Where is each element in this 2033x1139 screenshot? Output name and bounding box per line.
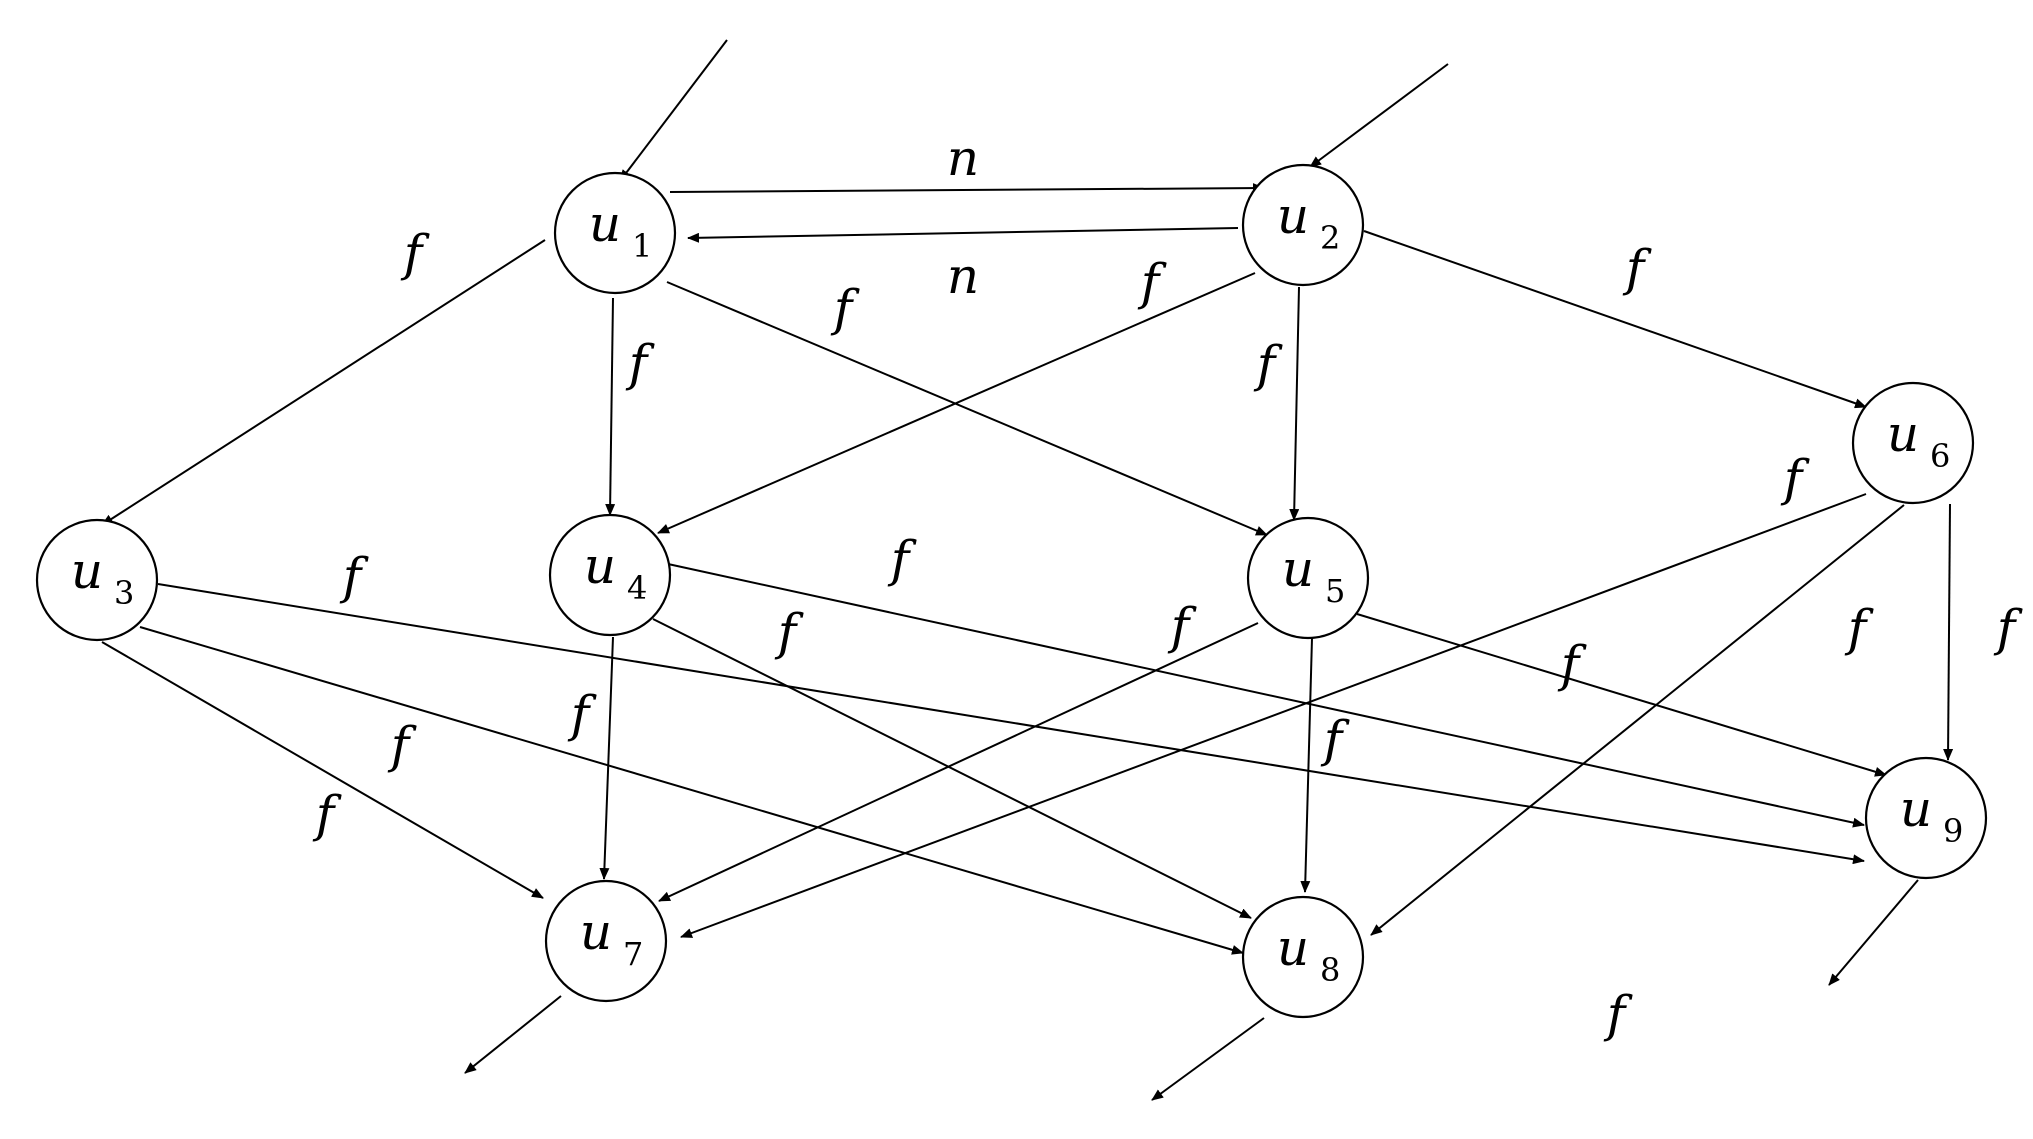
edge-u2-u6 xyxy=(1363,230,1867,409)
edge-u1-u5 xyxy=(666,281,1268,536)
edge-label-u1-u5: f xyxy=(830,279,860,337)
edge-label-u2-u4: f xyxy=(1137,253,1167,311)
node-label-u1: u xyxy=(589,195,621,253)
edge-u4-u7 xyxy=(599,636,614,880)
edge-label-u1-u4: f xyxy=(625,334,655,392)
edge-u5-u8 xyxy=(1300,637,1313,893)
node-subscript-u7: 7 xyxy=(623,935,643,973)
node-circle-u3 xyxy=(35,518,159,642)
edge-u1-u3 xyxy=(101,239,546,526)
edge-u4-u8 xyxy=(652,618,1252,919)
entry-arrow-1 xyxy=(619,39,728,182)
edge-u6-u7 xyxy=(680,493,1867,938)
edges-layer xyxy=(101,39,1954,1101)
edge-u1-u2 xyxy=(669,183,1265,194)
edge-label-u4-u7: f xyxy=(567,685,597,743)
edge-u5-u9 xyxy=(1356,613,1887,777)
edge-label-u2-u6: f xyxy=(1622,239,1652,297)
node-circle-u4 xyxy=(548,513,672,637)
edge-label-u6-u8: f xyxy=(1844,599,1874,657)
edge-u4-u9 xyxy=(667,563,1865,828)
exit-arrow-3 xyxy=(1828,879,1919,986)
edge-label-u2-u1: n xyxy=(947,247,979,305)
node-subscript-u8: 8 xyxy=(1320,951,1340,989)
edge-u1-u4 xyxy=(605,297,616,516)
node-circle-u9 xyxy=(1864,756,1988,880)
edge-u2-u4 xyxy=(657,272,1256,534)
node-circle-u5 xyxy=(1246,516,1370,640)
node-circle-u2 xyxy=(1241,163,1365,287)
edge-label-u5-u7: f xyxy=(1167,597,1197,655)
edge-label-u4-u9: f xyxy=(887,530,917,588)
edge-label-u4-u8: f xyxy=(774,603,804,661)
edge-u2-u1 xyxy=(687,227,1239,243)
edge-label-u1-u2: n xyxy=(947,129,979,187)
node-label-u6: u xyxy=(1887,405,1919,463)
node-label-u2: u xyxy=(1277,187,1309,245)
free-edge-label-1: f xyxy=(1603,985,1633,1043)
edge-u6-u9 xyxy=(1943,503,1954,761)
edge-label-u1-u3: f xyxy=(400,224,430,282)
edge-label-u5-u9: f xyxy=(1557,635,1587,693)
node-subscript-u4: 4 xyxy=(627,569,647,607)
edge-label-u3-u7: f xyxy=(312,785,342,843)
node-label-u7: u xyxy=(580,903,612,961)
node-subscript-u1: 1 xyxy=(632,227,652,265)
entry-arrow-2 xyxy=(1309,63,1449,168)
exit-arrow-2 xyxy=(1151,1017,1265,1101)
edge-u3-u9 xyxy=(157,583,1865,865)
node-label-u5: u xyxy=(1282,540,1314,598)
node-subscript-u5: 5 xyxy=(1325,572,1345,610)
edge-u3-u8 xyxy=(139,626,1244,955)
edge-u2-u5 xyxy=(1289,286,1300,521)
node-label-u4: u xyxy=(584,537,616,595)
edge-label-u6-u7: f xyxy=(1780,449,1810,507)
node-label-u8: u xyxy=(1277,919,1309,977)
node-subscript-u6: 6 xyxy=(1930,437,1950,475)
edge-label-u2-u5: f xyxy=(1253,335,1283,393)
edge-label-u3-u9: f xyxy=(339,547,369,605)
edge-u5-u7 xyxy=(658,622,1259,902)
edge-label-u5-u8: f xyxy=(1320,710,1350,768)
edge-u3-u7 xyxy=(101,641,544,899)
node-subscript-u9: 9 xyxy=(1943,812,1963,850)
edge-label-u3-u8: f xyxy=(387,716,417,774)
node-circle-u1 xyxy=(553,171,677,295)
node-subscript-u3: 3 xyxy=(114,574,134,612)
node-label-u3: u xyxy=(71,542,103,600)
node-circle-u6 xyxy=(1851,381,1975,505)
node-subscript-u2: 2 xyxy=(1320,219,1340,257)
edge-u6-u8 xyxy=(1370,504,1905,936)
node-circle-u7 xyxy=(544,879,668,1003)
node-label-u9: u xyxy=(1900,780,1932,838)
exit-arrow-1 xyxy=(464,995,562,1074)
edge-label-u6-u9: f xyxy=(1993,599,2023,657)
node-circle-u8 xyxy=(1241,895,1365,1019)
